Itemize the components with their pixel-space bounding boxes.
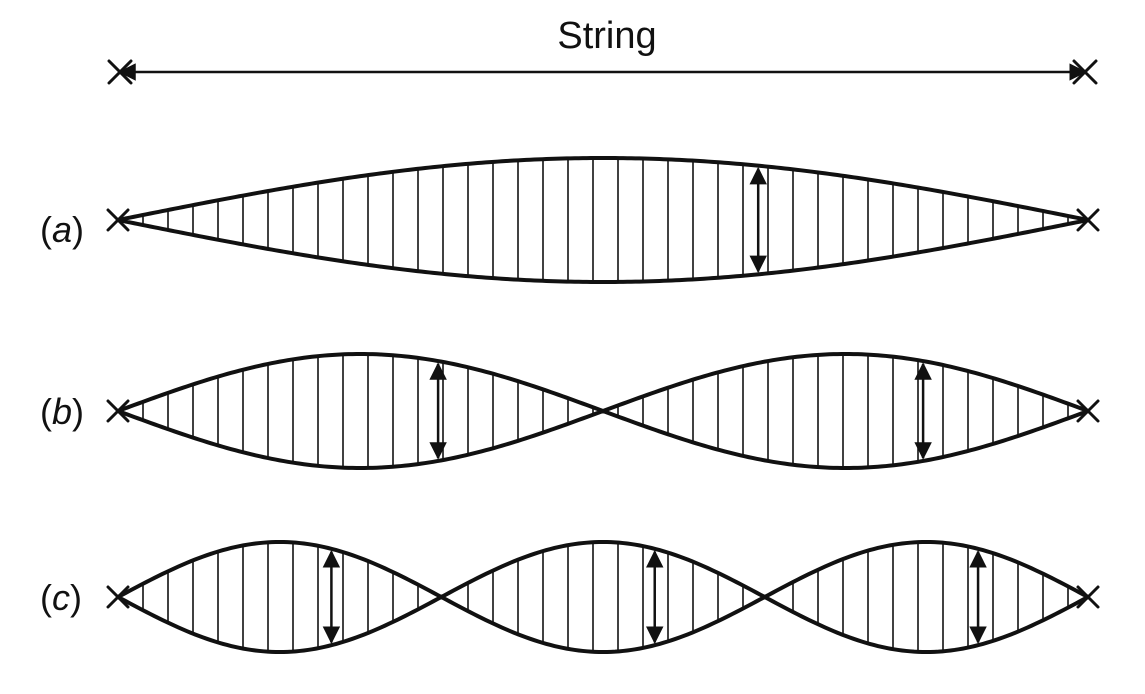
mode-label-a: (a): [40, 209, 84, 250]
left-fixed-end-icon: [107, 59, 133, 85]
node-stroke: [106, 399, 130, 423]
node-markers: [106, 585, 1100, 609]
left-node-icon: [106, 399, 130, 423]
hatch-lines: [142, 542, 1069, 652]
hatch-lines: [142, 354, 1069, 468]
mode-label-b: (b): [40, 391, 84, 432]
mode-c: (c): [40, 540, 1100, 654]
mode-a: (a): [40, 156, 1100, 284]
right-node-icon: [1076, 208, 1100, 232]
wave-envelope: [117, 156, 1089, 284]
node-markers: [106, 208, 1100, 232]
node-stroke: [1076, 208, 1100, 232]
string-title: String: [557, 15, 656, 57]
node-markers: [106, 399, 1100, 423]
mode-label-c: (c): [40, 577, 82, 618]
left-node-icon: [106, 585, 130, 609]
wave-envelope: [117, 540, 1089, 654]
wave-envelope: [117, 352, 1089, 470]
amplitude-arrows: [429, 362, 932, 460]
mode-b: (b): [40, 352, 1100, 470]
node-stroke: [106, 585, 130, 609]
right-node-icon: [1076, 399, 1100, 423]
node-stroke: [1076, 399, 1100, 423]
node-stroke: [106, 208, 130, 232]
string-span: [107, 59, 1098, 85]
left-node-icon: [106, 208, 130, 232]
amplitude-arrows: [322, 550, 987, 644]
right-fixed-end-icon: [1072, 59, 1098, 85]
hatch-lines: [142, 158, 1069, 282]
node-stroke: [1076, 585, 1100, 609]
right-node-icon: [1076, 585, 1100, 609]
